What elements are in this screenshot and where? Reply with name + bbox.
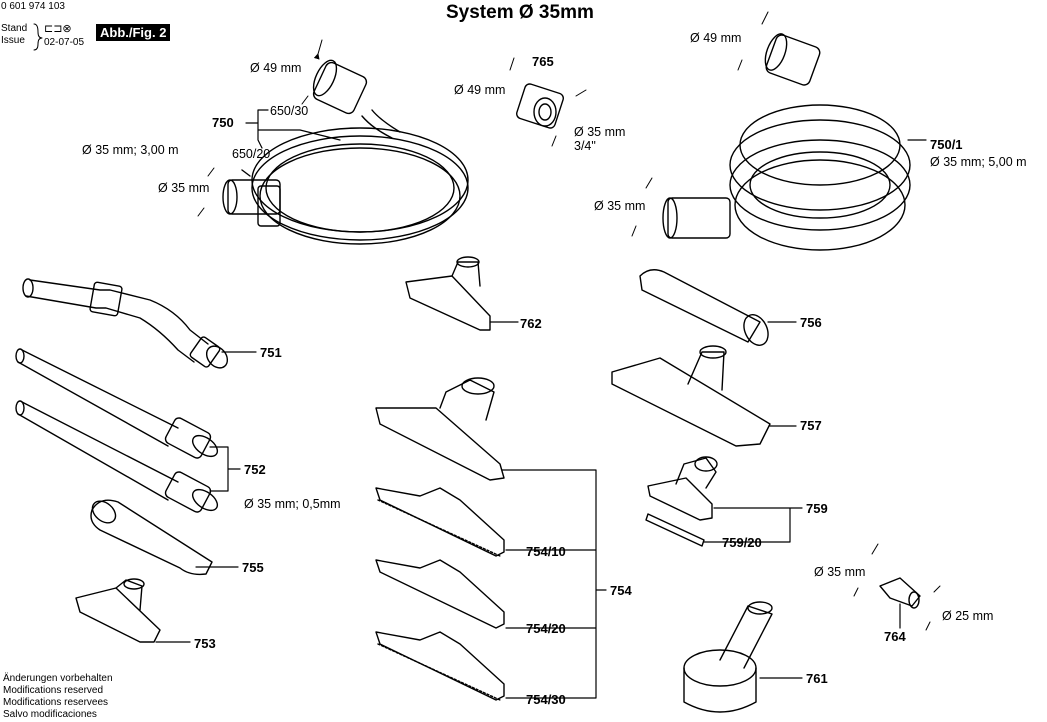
footer-line-en: Modifications reserved [3,685,104,696]
dim-hose2-d35: Ø 35 mm [594,199,646,213]
stand-label: Stand [1,23,28,34]
reducer-764-drawing [879,577,921,609]
date-icon: ⊏⊐⊗ [44,23,72,35]
dim-adapter-thread: 3/4" [574,139,596,153]
brush-strip-754-10-drawing [375,487,505,557]
nozzle-754-drawing [375,377,505,481]
footer-line-de: Änderungen vorbehalten [3,673,113,684]
dim-hose1-d35: Ø 35 mm [158,181,210,195]
brush-strip-754-20-drawing [375,559,505,629]
dim-hose1-spec: Ø 35 mm; 3,00 m [82,143,179,157]
part-762: 762 [520,316,542,331]
part-752: 752 [244,462,266,477]
part-753: 753 [194,636,216,651]
part-750: 750 [212,115,234,130]
tubes-752-drawing [15,348,219,513]
part-754-20: 754/20 [526,621,566,636]
brush-761-drawing [683,601,773,713]
dimension-arrows [197,11,941,631]
issue-date: 02-07-05 [44,37,85,48]
dim-hose2-d49: Ø 49 mm [690,31,742,45]
part-764: 764 [884,629,906,644]
part-756: 756 [800,315,822,330]
dim-reducer-d35: Ø 35 mm [814,565,866,579]
nozzle-757-drawing [611,345,771,447]
part-750-1: 750/1 [930,137,963,152]
part-754-30: 754/30 [526,692,566,707]
issue-label: Issue [1,35,25,46]
part-751: 751 [260,345,282,360]
part-650-30: 650/30 [270,104,309,118]
header-brace [33,23,43,51]
brush-strip-754-30-drawing [375,631,505,701]
part-754: 754 [610,583,632,598]
nozzle-759-drawing [645,456,718,547]
adapter-765-drawing [516,83,564,129]
dim-hose2-spec: Ø 35 mm; 5,00 m [930,155,1027,169]
footer-line-fr: Modifications reservees [3,697,109,708]
doc-number: 0 601 974 103 [1,1,65,12]
part-650-20: 650/20 [232,147,271,161]
dim-reducer-d25: Ø 25 mm [942,609,994,623]
part-765: 765 [532,54,554,69]
dim-adapter-d49: Ø 49 mm [454,83,506,97]
nozzle-762-drawing [405,256,491,331]
hose-750-1-drawing [662,33,911,251]
dim-tube-spec: Ø 35 mm; 0,5mm [244,497,341,511]
page-title: System Ø 35mm [446,2,594,23]
nozzle-753-drawing [75,578,161,643]
dim-hose1-d49: Ø 49 mm [250,61,302,75]
part-757: 757 [800,418,822,433]
dim-adapter-d35: Ø 35 mm [574,125,626,139]
part-759-20: 759/20 [722,535,762,550]
wand-751-drawing [22,278,229,369]
part-759: 759 [806,501,828,516]
crevice-tool-755-drawing [90,499,213,576]
leader-lines [155,109,927,699]
crevice-tool-756-drawing [639,269,769,346]
part-755: 755 [242,560,264,575]
part-761: 761 [806,671,828,686]
figure-label: Abb./Fig. 2 [96,24,171,41]
footer-line-es: Salvo modificaciones [3,709,97,720]
hose-750-drawing [222,59,469,245]
part-754-10: 754/10 [526,544,566,559]
